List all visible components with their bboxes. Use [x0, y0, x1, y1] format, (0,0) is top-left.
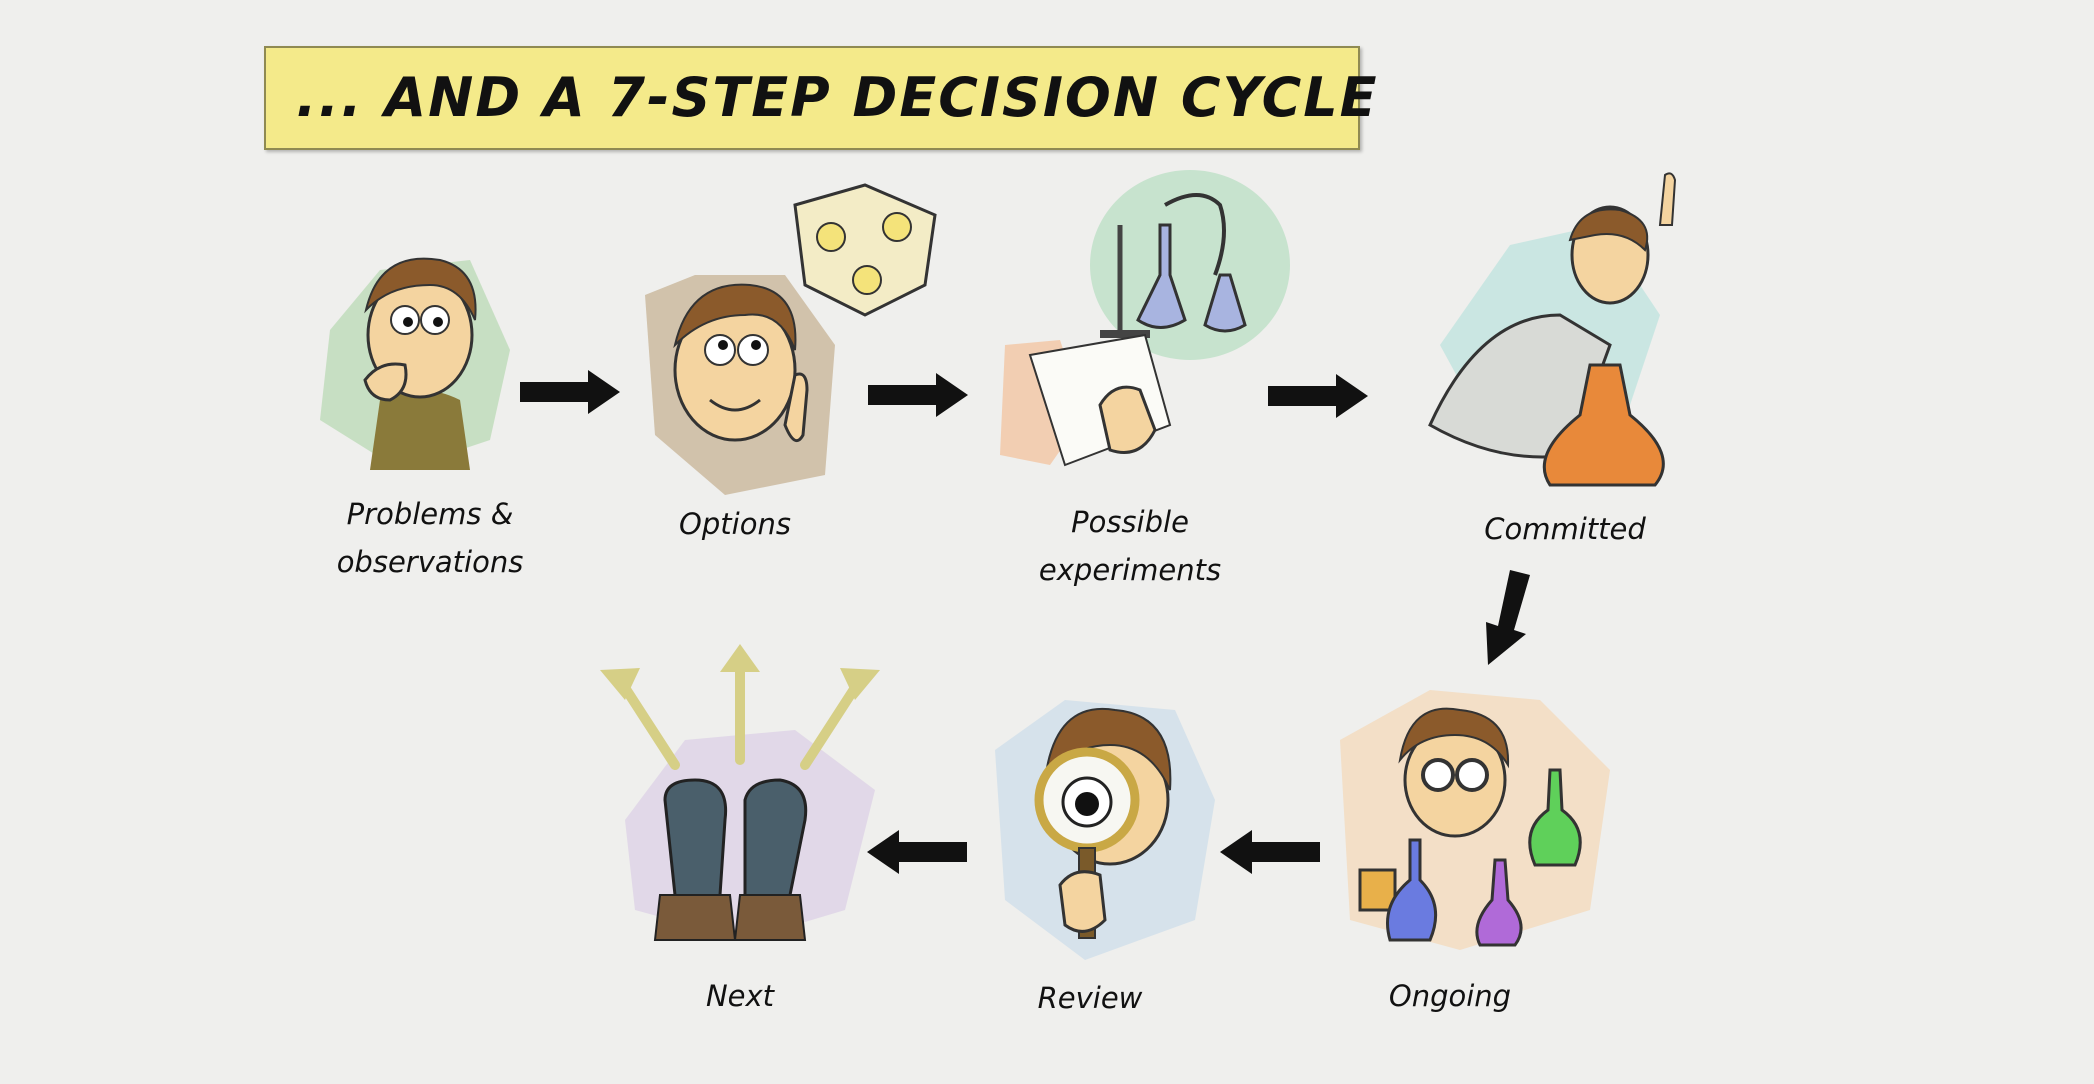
feet-arrows-icon: [600, 644, 880, 941]
mad-scientist-icon: [1340, 690, 1610, 950]
step-label-committed: Committed: [1484, 512, 1646, 546]
arrow-left-icon: [1220, 830, 1320, 874]
step-label-possible-experiments: Possible experiments: [1038, 505, 1222, 587]
scientist-flask-icon: [1428, 172, 1677, 487]
step-label-problems: Problems & observations: [336, 497, 524, 579]
arrow-right-icon: [520, 370, 620, 414]
title-banner: ... AND A 7-STEP DECISION CYCLE: [264, 46, 1377, 150]
step-label-next: Next: [705, 979, 775, 1013]
arrow-down-icon: [1486, 570, 1530, 665]
magnifier-man-icon: [995, 700, 1215, 960]
arrow-right-icon: [868, 373, 968, 417]
step-label-options: Options: [679, 507, 791, 541]
step-label-ongoing: Ongoing: [1388, 979, 1512, 1013]
slide-title: ... AND A 7-STEP DECISION CYCLE: [296, 66, 1379, 129]
thinking-man-icon: [320, 257, 510, 470]
arrow-right-icon: [1268, 374, 1368, 418]
arrow-left-icon: [867, 830, 967, 874]
lab-notes-icon: [1000, 170, 1290, 467]
step-label-review: Review: [1037, 981, 1143, 1015]
idea-man-icon: [645, 183, 937, 495]
